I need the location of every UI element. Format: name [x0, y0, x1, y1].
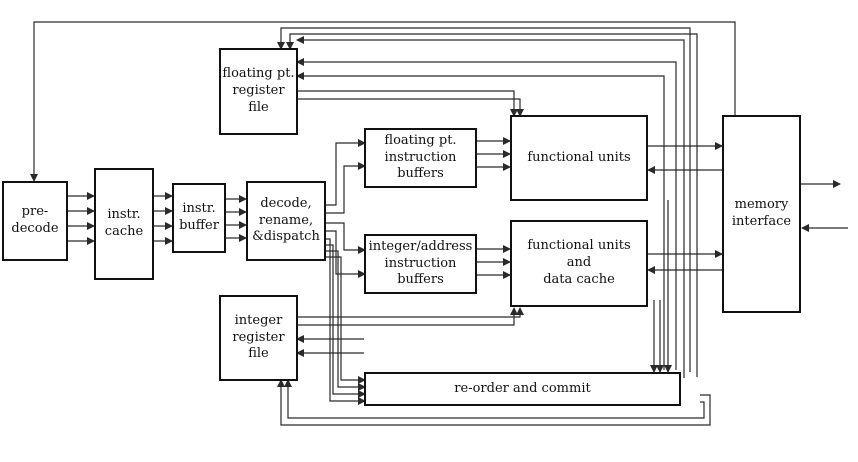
functional-units-data-cache-block: functional units and data cache — [510, 220, 648, 307]
fp-register-file-block: floating pt. register file — [219, 48, 298, 135]
int-address-instruction-buffers-block: integer/address instruction buffers — [364, 234, 477, 294]
decode-to-int-buffers — [325, 222, 366, 278]
int-regfile-to-fu — [297, 307, 524, 326]
integer-register-file-block: integer register file — [219, 295, 298, 381]
fu-results-to-int-regfile — [277, 335, 711, 426]
instruction-cache-block: instr. cache — [94, 168, 154, 280]
fu-results-to-fp-regfile — [277, 27, 698, 378]
buffer-to-decode-arrows — [226, 195, 247, 242]
reorder-commit-block: re-order and commit — [364, 372, 681, 406]
instruction-buffer-block: instr. buffer — [172, 183, 226, 253]
fu-to-reorder — [650, 200, 672, 373]
fu-memory-links — [647, 142, 723, 274]
fp-regfile-to-fu — [297, 90, 524, 117]
cache-to-buffer-arrows — [154, 192, 173, 245]
predecode-to-cache-arrows — [68, 192, 95, 245]
int-buffers-to-fu — [477, 245, 511, 279]
memory-interface-block: memory interface — [722, 115, 801, 313]
predecode-block: pre- decode — [2, 181, 68, 261]
feedback-to-predecode — [30, 21, 736, 182]
decode-to-fp-buffers — [325, 139, 366, 214]
decode-to-reorder — [325, 238, 366, 405]
fp-buffers-to-fu — [477, 137, 511, 171]
functional-units-block: functional units — [510, 115, 648, 201]
decode-rename-dispatch-block: decode, rename, &dispatch — [246, 181, 326, 261]
fp-instruction-buffers-block: floating pt. instruction buffers — [364, 128, 477, 188]
